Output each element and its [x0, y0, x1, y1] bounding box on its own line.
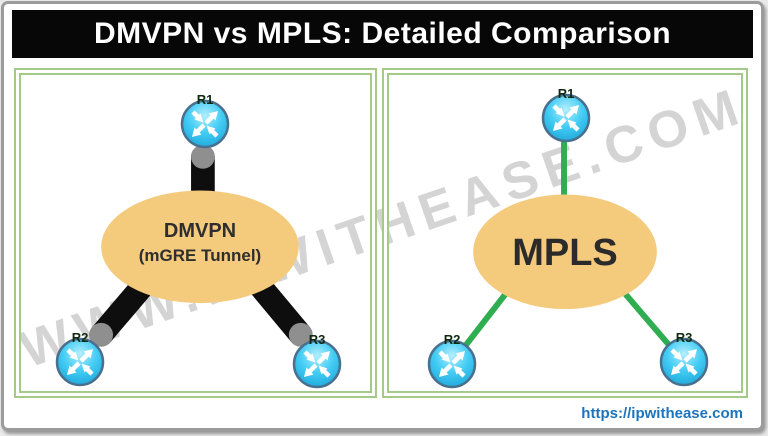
router-node-r2: R2	[55, 330, 105, 387]
dmvpn-panel: DMVPN (mGRE Tunnel) R1 R2 R	[14, 68, 377, 398]
mpls-links-layer	[456, 131, 677, 356]
mpls-cloud-shape	[473, 194, 657, 310]
router-icon	[659, 337, 709, 387]
router-node-r3: R3	[292, 332, 342, 389]
router-icon	[427, 339, 477, 389]
dmvpn-cloud-subtitle: (mGRE Tunnel)	[138, 246, 262, 265]
router-node-r1: R1	[541, 86, 591, 143]
site-url-link[interactable]: https://ipwithease.com	[581, 405, 743, 422]
router-label: R3	[675, 330, 693, 345]
dmvpn-links-layer	[89, 145, 313, 347]
title-bar: DMVPN vs MPLS: Detailed Comparison	[12, 10, 753, 58]
router-icon	[292, 339, 342, 389]
router-node-r1: R1	[180, 92, 230, 149]
router-label: R1	[196, 92, 214, 107]
tunnel-endcap-icon	[191, 145, 215, 169]
router-label: R3	[308, 332, 326, 347]
dmvpn-cloud-title: DMVPN	[163, 220, 237, 242]
slide-frame: DMVPN vs MPLS: Detailed Comparison WWW.I…	[1, 1, 764, 431]
mpls-link-r2	[456, 285, 514, 356]
mpls-cloud-label: MPLS	[512, 232, 618, 274]
router-label: R1	[557, 86, 575, 101]
router-label: R2	[443, 332, 461, 347]
router-icon	[55, 337, 105, 387]
tunnel-endcap-icon	[288, 322, 313, 347]
router-node-r2: R2	[427, 332, 477, 389]
tunnel-endcap-icon	[89, 322, 114, 347]
router-icon	[541, 93, 591, 143]
router-icon	[180, 99, 230, 149]
mpls-panel: MPLS R1 R2 R3	[382, 68, 748, 398]
router-label: R2	[71, 330, 89, 345]
dmvpn-cloud-shape	[101, 190, 299, 304]
page-title: DMVPN vs MPLS: Detailed Comparison	[93, 17, 672, 50]
dmvpn-cloud-label: DMVPN (mGRE Tunnel)	[100, 220, 300, 266]
router-node-r3: R3	[659, 330, 709, 387]
mpls-link-r3	[619, 287, 677, 354]
